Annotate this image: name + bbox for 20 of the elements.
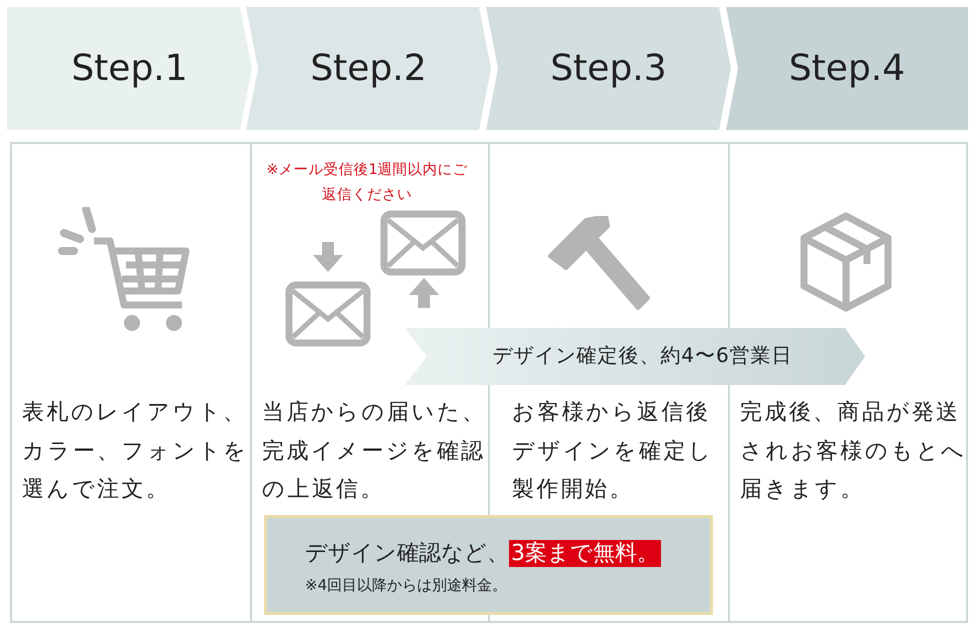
step-header [486,7,731,130]
notice-box [264,515,713,615]
step-description: 表札のレイアウト、カラー、フォントを選んで注文。 [22,399,250,504]
step-description: 当店からの届いた、完成イメージを確認の上返信。 [262,399,488,504]
note-text: ※メール受信後1週間以内にご返信ください [265,161,469,205]
step-description: お客様から返信後デザインを確定し製作開始。 [512,399,714,504]
duration-banner [405,328,865,385]
step-label: Step.2 [309,47,428,91]
step-header [7,7,252,130]
step-label: Step.4 [788,47,906,91]
banner-label: デザイン確定後、約4〜6営業日 [491,342,794,369]
step-header [246,7,491,130]
highlight-label: 3案まで無料。 [509,540,661,567]
step-label: Step.3 [549,47,668,91]
step-column [10,142,252,623]
step-label: Step.1 [70,47,189,91]
step-header [726,7,968,130]
notice-text: デザイン確認など、 [305,541,509,566]
step-description: 完成後、商品が発送されお客様のもとへ届きます。 [740,399,968,504]
note-text: ※4回目以降からは別途料金。 [305,576,508,595]
